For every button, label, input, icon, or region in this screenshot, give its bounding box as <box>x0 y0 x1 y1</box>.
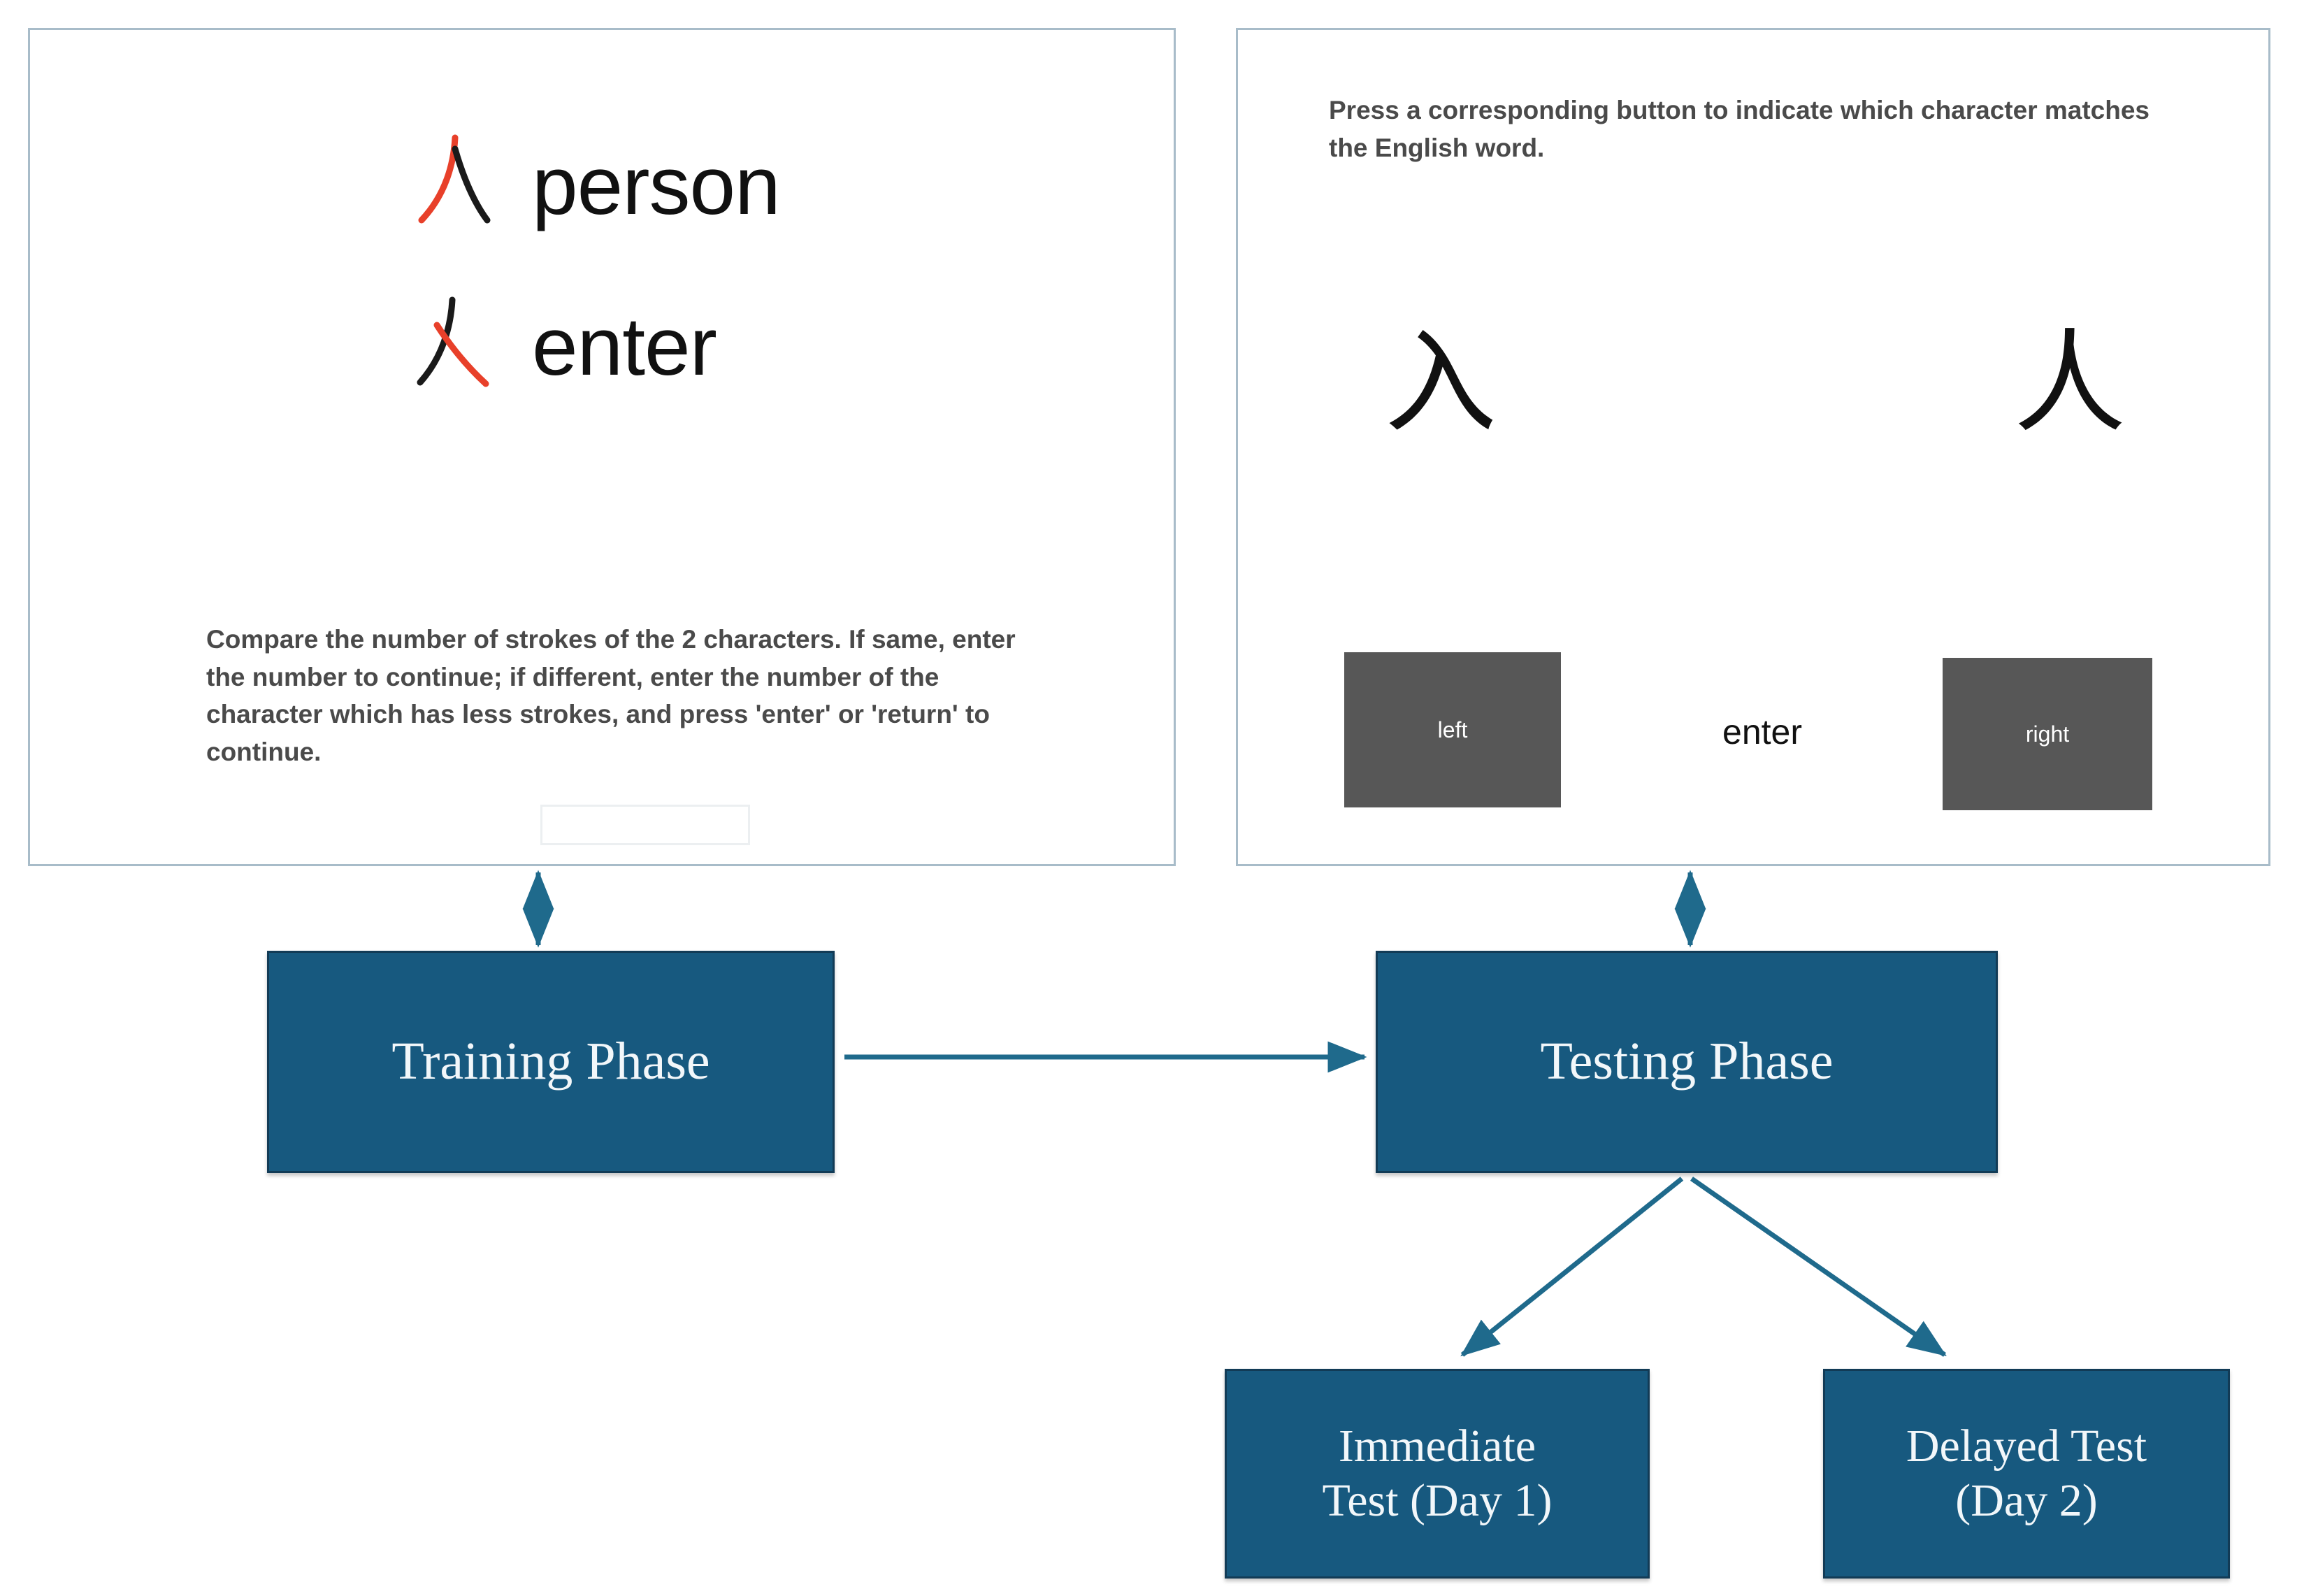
flow-box-delayed-test-line2: (Day 2) <box>1955 1475 2098 1526</box>
response-button-left[interactable]: left <box>1344 652 1561 807</box>
flow-box-delayed-test-line1: Delayed Test <box>1906 1421 2147 1472</box>
training-instruction-text: Compare the number of strokes of the 2 c… <box>206 625 1016 766</box>
hanzi-person-highlighted <box>394 128 512 243</box>
flow-box-delayed-test[interactable]: Delayed Test (Day 2) <box>1823 1369 2230 1579</box>
choice-character-right[interactable]: 人 <box>2013 317 2126 448</box>
gloss-enter: enter <box>532 300 717 393</box>
flow-box-testing-phase[interactable]: Testing Phase <box>1376 951 1998 1173</box>
connector-testing-to-immediate <box>1460 1177 1684 1357</box>
flow-box-testing-phase-label: Testing Phase <box>1540 1032 1834 1091</box>
choice-character-left[interactable]: 入 <box>1384 317 1497 448</box>
response-button-right-label: right <box>2025 721 2070 747</box>
response-button-right[interactable]: right <box>1943 658 2152 810</box>
training-screen-panel: person enter Compare the number of strok… <box>28 28 1176 866</box>
response-button-left-label: left <box>1437 717 1468 742</box>
flow-box-training-phase[interactable]: Training Phase <box>267 951 835 1173</box>
stroke-count-input[interactable] <box>540 805 750 845</box>
connector-testing-to-delayed <box>1690 1177 1947 1357</box>
flow-box-immediate-test-line2: Test (Day 1) <box>1322 1475 1553 1526</box>
enter-key-label: enter <box>1722 712 1802 752</box>
testing-instruction-text: Press a corresponding button to indicate… <box>1329 96 2150 162</box>
hanzi-enter-highlighted <box>394 289 512 404</box>
testing-screen-panel: Press a corresponding button to indicate… <box>1236 28 2270 866</box>
flow-box-training-phase-label: Training Phase <box>391 1032 710 1091</box>
character-pair-enter: enter <box>394 289 717 404</box>
gloss-person: person <box>532 139 781 232</box>
flow-box-immediate-test[interactable]: Immediate Test (Day 1) <box>1225 1369 1650 1579</box>
character-pair-person: person <box>394 128 781 243</box>
flow-box-immediate-test-line1: Immediate <box>1338 1421 1536 1472</box>
